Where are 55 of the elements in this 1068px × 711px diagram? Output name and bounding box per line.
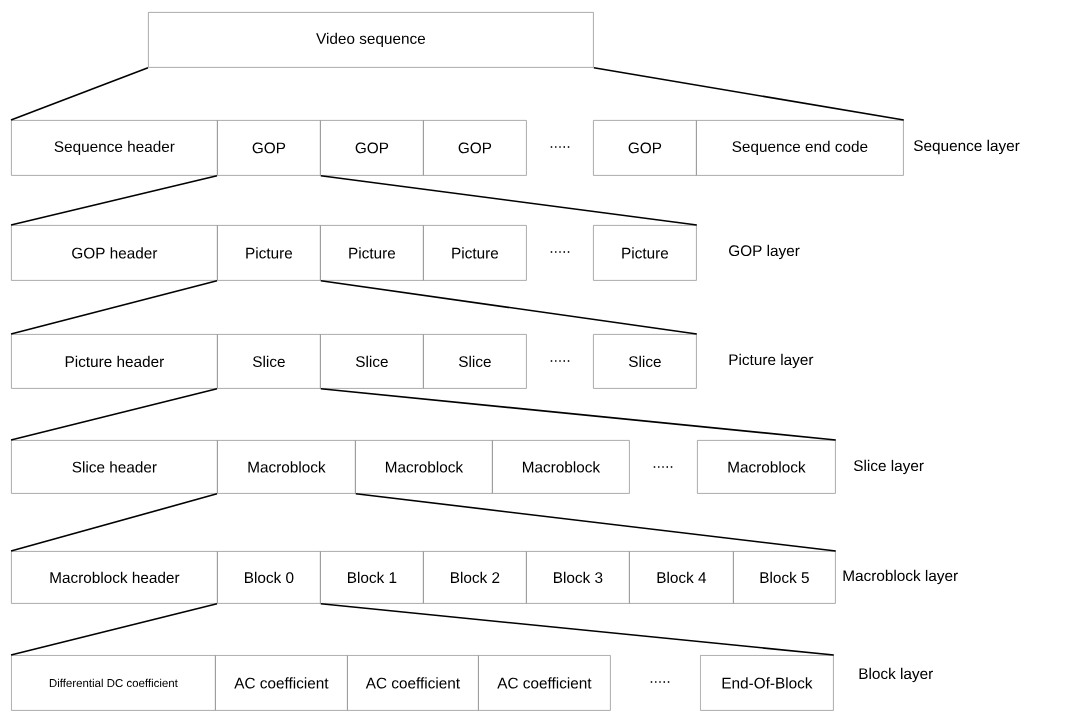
layer-label: GOP layer [729, 244, 800, 260]
layer-cell: Slice header [11, 440, 218, 494]
layer-label: Picture layer [729, 353, 814, 369]
zoom-line [593, 67, 905, 121]
layer-label: ..... [550, 146, 570, 148]
zoom-line [355, 493, 837, 552]
layer-cell: Picture header [11, 334, 218, 389]
layer-cell: Block 5 [733, 551, 836, 604]
layer-cell: Sequence header [11, 120, 218, 176]
layer-cell: Slice [423, 334, 527, 389]
layer-cell: Macroblock header [11, 551, 218, 604]
layer-label: ..... [550, 251, 570, 253]
layer-cell: GOP [593, 120, 697, 176]
layer-cell: Block 2 [423, 551, 527, 604]
layer-cell: Block 4 [629, 551, 734, 604]
layer-label: Block layer [859, 667, 933, 683]
layer-cell: Sequence end code [696, 120, 904, 176]
zoom-line [10, 175, 218, 226]
zoom-line [10, 388, 218, 441]
layer-cell: GOP [217, 120, 321, 176]
zoom-line [320, 603, 835, 656]
layer-cell: Slice [217, 334, 321, 389]
layer-cell: GOP header [11, 225, 218, 281]
layer-cell: Picture [217, 225, 321, 281]
layer-cell: Block 3 [526, 551, 630, 604]
zoom-line [10, 280, 218, 335]
zoom-line [10, 603, 218, 656]
layer-label: ..... [650, 681, 670, 683]
layer-cell: Macroblock [492, 440, 630, 494]
layer-cell: Differential DC coefficient [11, 655, 216, 711]
layer-cell: Slice [320, 334, 424, 389]
layer-cell: Block 0 [217, 551, 321, 604]
layer-cell: Slice [593, 334, 697, 389]
layer-cell: End-Of-Block [700, 655, 834, 711]
layer-label: ..... [653, 466, 673, 468]
layer-cell: Macroblock [355, 440, 493, 494]
layer-cell: AC coefficient [478, 655, 611, 711]
layer-cell: Picture [320, 225, 424, 281]
zoom-line [320, 388, 837, 441]
zoom-line [320, 175, 698, 226]
layer-cell: AC coefficient [215, 655, 348, 711]
layer-cell: Picture [593, 225, 697, 281]
zoom-line [320, 280, 698, 335]
layer-cell: GOP [320, 120, 424, 176]
zoom-line [10, 493, 218, 552]
zoom-line [10, 67, 149, 121]
layer-label: Slice layer [853, 459, 924, 475]
layer-cell: Block 1 [320, 551, 424, 604]
layer-cell: GOP [423, 120, 527, 176]
layer-cell: AC coefficient [347, 655, 479, 711]
layer-cell: Macroblock [217, 440, 356, 494]
layer-cell: Video sequence [148, 12, 594, 68]
layer-cell: Picture [423, 225, 527, 281]
layer-label: ..... [550, 360, 570, 362]
layer-cell: Macroblock [697, 440, 836, 494]
